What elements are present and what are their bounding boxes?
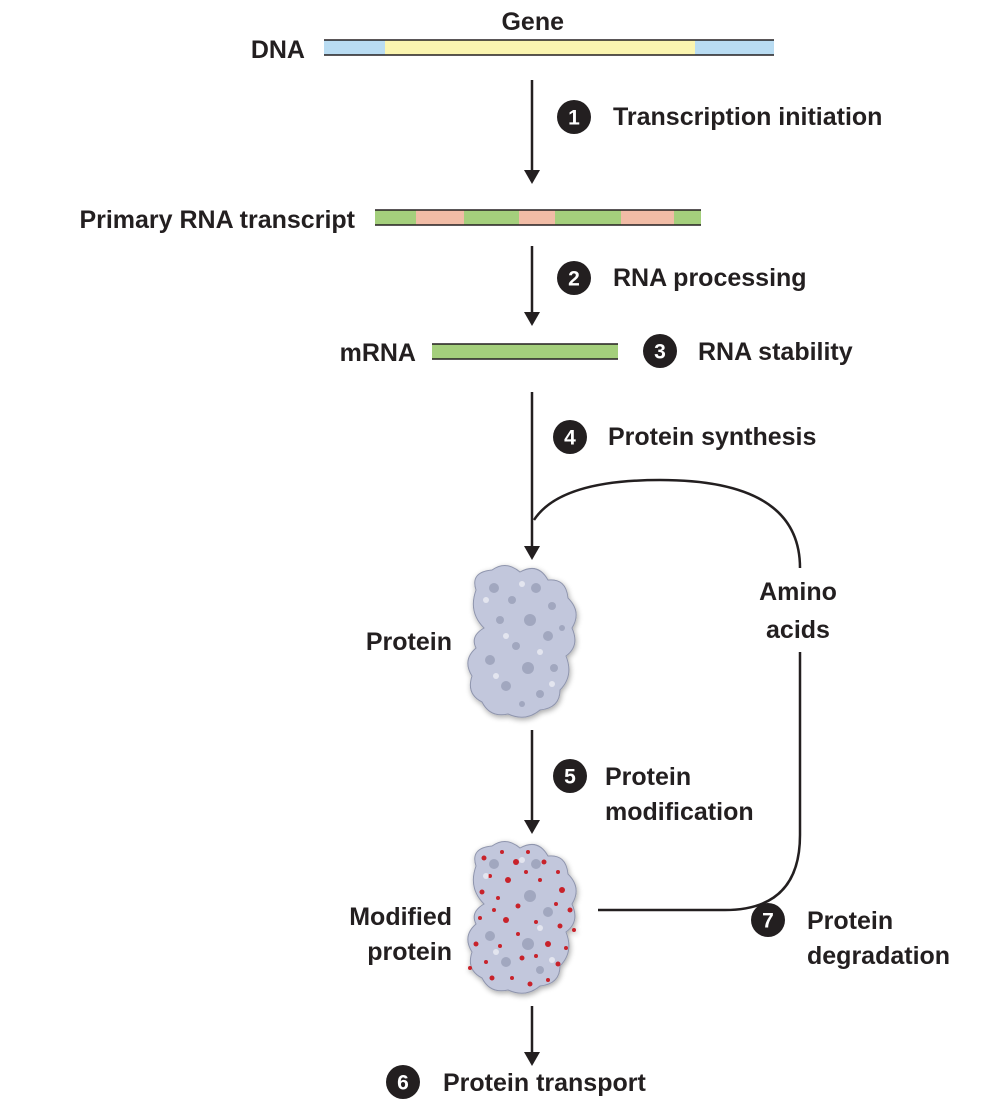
svg-text:6: 6 bbox=[397, 1072, 409, 1095]
step-6-label: Protein transport bbox=[443, 1069, 646, 1097]
step-3-badge: 3 bbox=[643, 334, 677, 368]
step-1-badge: 1 bbox=[557, 100, 591, 134]
mrna-label: mRNA bbox=[340, 339, 416, 367]
primary-transcript-label: Primary RNA transcript bbox=[79, 206, 355, 234]
modified-protein-label-line2: protein bbox=[367, 938, 452, 966]
step-2-badge: 2 bbox=[557, 261, 591, 295]
gene-label: Gene bbox=[501, 8, 564, 36]
svg-text:7: 7 bbox=[762, 910, 774, 933]
step-7-label-line1: Protein bbox=[807, 907, 893, 935]
step-7-badge: 7 bbox=[751, 903, 785, 937]
mrna-strand bbox=[432, 343, 618, 360]
modified-protein-label-line1: Modified bbox=[349, 903, 452, 931]
step-5-label-line2: modification bbox=[605, 798, 754, 826]
dna-strand bbox=[324, 39, 774, 56]
svg-text:5: 5 bbox=[564, 766, 576, 789]
svg-text:4: 4 bbox=[564, 427, 576, 450]
svg-text:1: 1 bbox=[568, 107, 580, 130]
step-5-label-line1: Protein bbox=[605, 763, 691, 791]
step-4-badge: 4 bbox=[553, 420, 587, 454]
svg-text:2: 2 bbox=[568, 268, 580, 291]
protein-label: Protein bbox=[366, 628, 452, 656]
modified-protein-image bbox=[467, 841, 577, 994]
degradation-path bbox=[598, 652, 802, 912]
amino-acids-label-line2: acids bbox=[766, 616, 830, 644]
step-3-label: RNA stability bbox=[698, 338, 853, 366]
protein-image bbox=[467, 565, 577, 718]
step-6-badge: 6 bbox=[386, 1065, 420, 1099]
step-4-label: Protein synthesis bbox=[608, 423, 816, 451]
primary-transcript-strand bbox=[375, 209, 701, 226]
dna-label: DNA bbox=[251, 36, 305, 64]
amino-acids-label-line1: Amino bbox=[759, 578, 837, 606]
step-2-label: RNA processing bbox=[613, 264, 807, 292]
step-5-badge: 5 bbox=[553, 759, 587, 793]
amino-acid-recycle-path bbox=[532, 478, 802, 569]
svg-text:3: 3 bbox=[654, 341, 666, 364]
step-7-label-line2: degradation bbox=[807, 942, 950, 970]
step-1-label: Transcription initiation bbox=[613, 103, 882, 131]
